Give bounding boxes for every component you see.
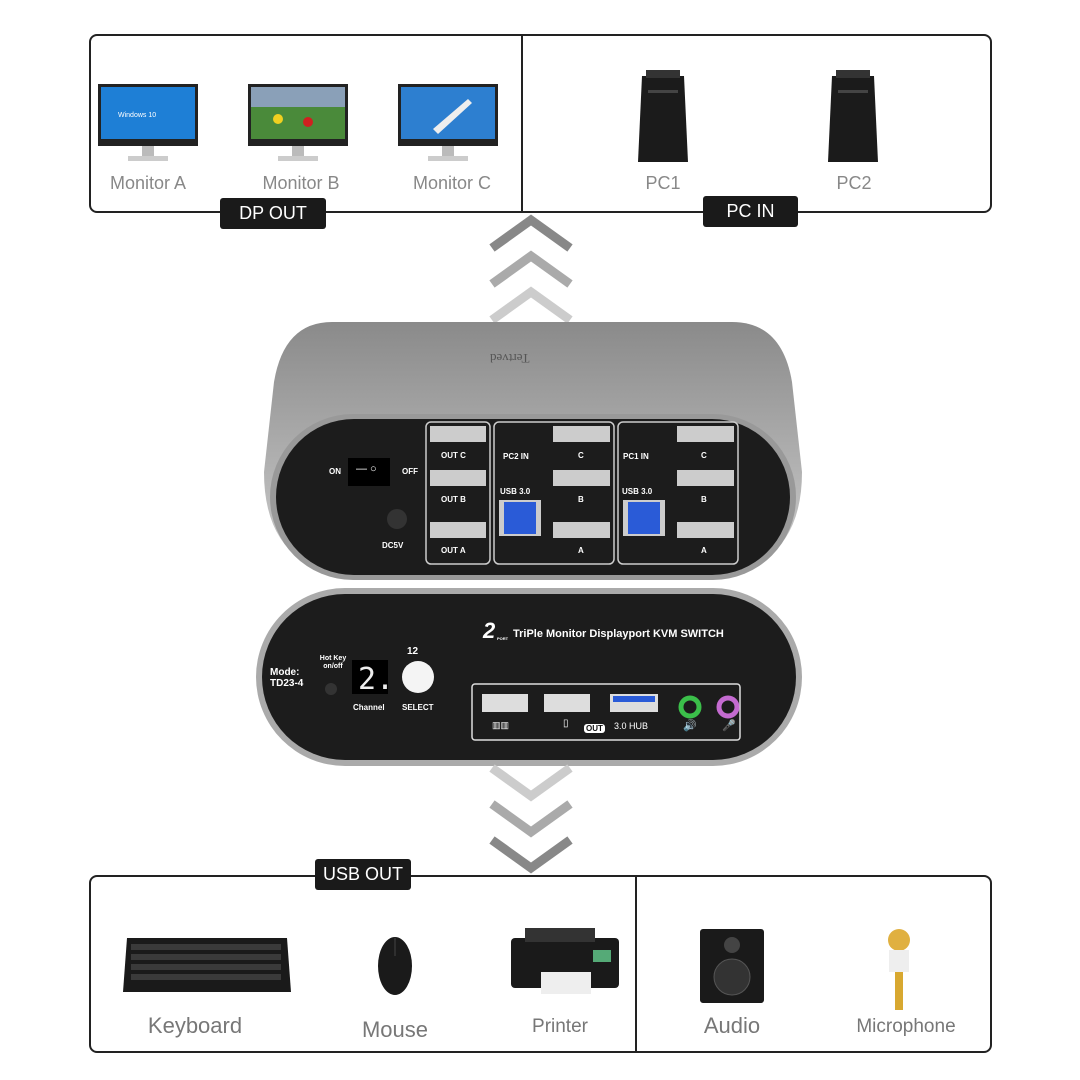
usb30-label: USB 3.0 — [622, 487, 653, 496]
pc-tower-icon — [638, 70, 688, 162]
printer-label: Printer — [532, 1016, 588, 1037]
monitor-screen-text: Windows 10 — [118, 112, 157, 119]
mouse-label: Mouse — [361, 1017, 429, 1042]
c-label: C — [578, 451, 584, 460]
channel-display: 2. — [358, 662, 395, 697]
dp-out-badge: DP OUT — [220, 198, 326, 229]
microphone-icon — [888, 929, 910, 1010]
device-title: TriPle Monitor Displayport KVM SWITCH — [513, 628, 724, 640]
keyboard-port-icon: ▥▥ — [492, 720, 510, 730]
speaker-icon — [700, 929, 764, 1003]
select-button[interactable] — [402, 661, 434, 693]
monitor-icon — [98, 84, 198, 161]
pc1-label: PC1 — [645, 173, 681, 193]
hub-label: 3.0 HUB — [614, 721, 649, 731]
microphone-port-icon: 🎤 — [722, 720, 736, 732]
usb-out-badge: USB OUT — [315, 859, 411, 890]
divider — [521, 35, 523, 212]
monitor-b-label: Monitor B — [262, 173, 340, 193]
out-label: OUT — [584, 724, 605, 733]
off-label: OFF — [402, 467, 418, 476]
title-port: PORT — [497, 636, 509, 641]
a-label: A — [578, 546, 584, 555]
pc-in-badge: PC IN — [703, 196, 798, 227]
audio-label: Audio — [703, 1013, 761, 1038]
pc1-in-label: PC1 IN — [623, 452, 649, 461]
keyboard-icon — [123, 938, 291, 992]
power-switch[interactable]: — ○ — [356, 463, 377, 475]
model-label: TD23-4 — [270, 678, 304, 689]
select-label: SELECT — [402, 703, 434, 712]
kvm-front-panel — [256, 588, 802, 766]
b-label: B — [701, 495, 707, 504]
printer-icon — [511, 928, 619, 994]
select-numbers: 12 — [407, 646, 419, 657]
keyboard-label: Keyboard — [147, 1013, 243, 1038]
divider — [635, 876, 637, 1052]
mouse-port-icon: ▯ — [563, 718, 569, 729]
out-a-label: OUT A — [441, 546, 466, 555]
monitor-a-label: Monitor A — [109, 173, 187, 193]
dc5v-label: DC5V — [382, 541, 404, 550]
hotkey-button[interactable]: Hot Key on/off — [319, 655, 347, 670]
c-label: C — [701, 451, 707, 460]
monitor-icon — [398, 84, 498, 161]
down-arrows-icon — [489, 764, 573, 874]
monitor-icon — [248, 84, 348, 161]
out-b-label: OUT B — [441, 495, 466, 504]
speaker-port-icon: 🔊 — [683, 720, 697, 732]
b-label: B — [578, 495, 584, 504]
title-number: 2 — [483, 618, 496, 643]
kvm-back-panel — [264, 322, 802, 580]
brand-logo: Tertved — [490, 351, 530, 366]
out-c-label: OUT C — [441, 451, 466, 460]
a-label: A — [701, 546, 707, 555]
channel-label: Channel — [353, 703, 385, 712]
microphone-label: Microphone — [856, 1016, 956, 1037]
monitor-c-label: Monitor C — [412, 173, 492, 193]
pc-tower-icon — [828, 70, 878, 162]
pc2-in-label: PC2 IN — [503, 452, 529, 461]
usb30-label: USB 3.0 — [500, 487, 531, 496]
on-label: ON — [329, 467, 341, 476]
mode-label: Mode: — [270, 667, 300, 678]
mouse-icon — [378, 937, 412, 995]
up-arrows-icon — [489, 214, 573, 324]
pc2-label: PC2 — [836, 173, 872, 193]
